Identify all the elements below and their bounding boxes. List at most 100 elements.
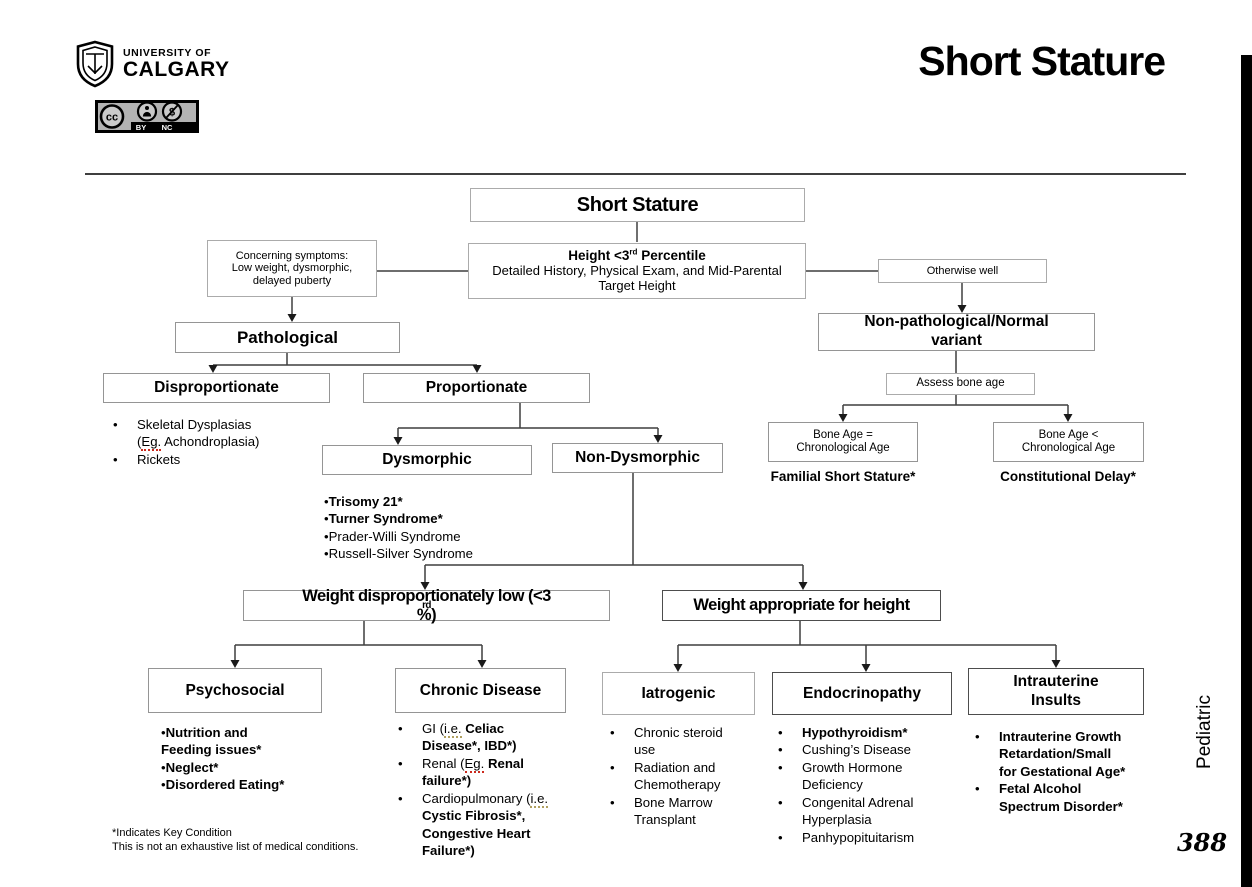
label-familial-short-stature: Familial Short Stature* [770, 469, 916, 484]
list-item-text: Congenital Adrenal Hyperplasia [802, 794, 963, 829]
text-segment: Turner Syndrome* [328, 511, 443, 527]
university-logo: UNIVERSITY OF CALGARY [75, 40, 230, 88]
text-segment: Radiation and Chemotherapy [634, 759, 721, 793]
text-segment: Cystic Fibrosis*, Congestive Heart Failu… [422, 808, 531, 858]
text-segment: Neglect* [165, 759, 219, 775]
license-nc-label: NC [162, 123, 173, 132]
license-label-strip [131, 122, 197, 132]
list-item: •Trisomy 21* [324, 493, 549, 510]
bullet-marker: • [161, 759, 166, 775]
list-item: • Skeletal Dysplasias (Eg. Achondroplasia… [113, 416, 318, 452]
bullet-marker: • [324, 511, 329, 527]
list-item-text: Cushing’s Disease [802, 741, 963, 758]
list-item: •Bone Marrow Transplant [610, 794, 775, 829]
text-segment: %) [416, 605, 437, 624]
bullet-marker: • [610, 725, 615, 740]
node-assess-bone-age: Assess bone age [886, 373, 1035, 395]
list-psychosocial-causes: •Nutrition and Feeding issues*•Neglect*•… [161, 724, 331, 794]
bullet-marker: • [778, 742, 783, 758]
page-edge-bar [1241, 55, 1252, 887]
bullet-marker: • [975, 781, 980, 797]
text-segment: Chronic steroid use [634, 725, 723, 758]
university-name-line1: UNIVERSITY OF [123, 46, 212, 59]
list-item: • Renal (Eg. Renal failure*) [398, 755, 588, 790]
attribution-person-icon [136, 101, 158, 122]
node-non-dysmorphic: Non-Dysmorphic [552, 443, 723, 473]
list-item: •Russell-Silver Syndrome [324, 545, 549, 562]
node-height-criteria: Height <3rd Percentile Detailed History,… [468, 243, 806, 299]
list-iatrogenic-causes: • Chronic steroid use• Radiation and Chemo… [610, 724, 775, 829]
text-segment: Bone Marrow Transplant [634, 794, 713, 828]
label-constitutional-delay: Constitutional Delay* [1000, 469, 1136, 484]
bullet-marker: • [161, 725, 166, 740]
bullet-marker: • [324, 546, 329, 562]
text-segment: Intrauterine Growth Retardation/Small fo… [999, 729, 1126, 779]
text-segment: GI ( [422, 721, 444, 736]
bullet-marker: • [398, 755, 403, 771]
text-segment: Weight disproportionately low (<3 [302, 586, 551, 605]
list-item: •Disordered Eating* [161, 776, 331, 793]
bullet-marker: • [113, 417, 118, 432]
section-label-pediatric: Pediatric [1194, 695, 1215, 769]
node-pathological: Pathological [175, 322, 400, 353]
node-chronic-disease: Chronic Disease [395, 668, 566, 713]
text-segment: Eg. [464, 755, 485, 773]
list-item-text: Skeletal Dysplasias (Eg. Achondroplasia) [137, 416, 318, 452]
header-divider-line [85, 173, 1186, 175]
bullet-marker: • [324, 528, 329, 544]
list-item: • Cushing’s Disease [778, 741, 963, 758]
node-non-pathological: Non-pathological/Normal variant [818, 313, 1095, 351]
bullet-marker: • [324, 494, 329, 509]
list-item: •Neglect* [161, 759, 331, 776]
text-segment: Disordered Eating* [165, 777, 285, 793]
list-item: • Chronic steroid use [610, 724, 775, 759]
list-item: •Intrauterine Growth Retardation/Small f… [975, 728, 1165, 780]
text-segment: Prader-Willi Syndrome [328, 528, 461, 544]
svg-text:cc: cc [106, 112, 118, 124]
height-criteria-line1: Height <3rd Percentile [568, 248, 706, 264]
node-bone-age-less: Bone Age < Chronological Age [993, 422, 1144, 462]
footnote: *Indicates Key Condition This is not an … [112, 826, 358, 855]
non-commercial-dollar-icon: $ [161, 101, 183, 122]
university-name: UNIVERSITY OF CALGARY [123, 48, 230, 80]
text-segment: Renal failure*) [422, 755, 524, 789]
text-segment: Percentile [637, 248, 706, 264]
node-psychosocial: Psychosocial [148, 668, 322, 713]
list-item-text: GI (i.e. Celiac Disease*, IBD*) [422, 720, 588, 755]
list-item-text: Fetal Alcohol Spectrum Disorder* [999, 780, 1165, 815]
bullet-marker: • [161, 777, 166, 793]
list-item-text: Bone Marrow Transplant [634, 794, 775, 829]
node-endocrinopathy: Endocrinopathy [772, 672, 952, 715]
license-by-label: BY [136, 123, 146, 132]
text-segment: Cardiopulmonary ( [422, 790, 531, 806]
text-segment: Fetal Alcohol Spectrum Disorder* [999, 781, 1123, 814]
text-segment: Panhypopituitarism [802, 829, 915, 845]
node-intrauterine-insults: Intrauterine Insults [968, 668, 1144, 715]
footnote-line1: *Indicates Key Condition [112, 827, 232, 839]
node-iatrogenic: Iatrogenic [602, 672, 755, 715]
text-segment: i.e. [443, 721, 462, 738]
list-disproportionate-causes: • Skeletal Dysplasias (Eg. Achondroplasia… [113, 416, 318, 468]
text-segment: Nutrition and Feeding issues* [161, 725, 262, 758]
text-segment: Achondroplasia) [161, 434, 260, 450]
bullet-marker: • [778, 794, 783, 810]
list-item-text: Renal (Eg. Renal failure*) [422, 755, 588, 790]
bullet-marker: • [398, 721, 403, 736]
list-item-text: Hypothyroidism* [802, 724, 963, 741]
list-item-text: Cardiopulmonary (i.e. Cystic Fibrosis*, … [422, 790, 588, 860]
list-item: •Turner Syndrome* [324, 510, 549, 527]
list-chronic-disease-causes: • GI (i.e. Celiac Disease*, IBD*) • Renal (… [398, 720, 588, 859]
cc-icon: cc [99, 104, 125, 129]
text-segment: Height <3 [568, 248, 630, 264]
page-title: Short Stature [918, 38, 1166, 84]
list-item-text: Panhypopituitarism [802, 829, 963, 846]
list-item-text: Rickets [137, 451, 318, 468]
node-bone-age-equal: Bone Age = Chronological Age [768, 422, 918, 462]
page-number: 388 [1176, 828, 1228, 857]
list-item: • Congenital Adrenal Hyperplasia [778, 794, 963, 829]
text-segment: Congenital Adrenal Hyperplasia [802, 794, 914, 828]
list-item: •Growth Hormone Deficiency [778, 759, 963, 794]
text-segment: rd [629, 247, 638, 257]
